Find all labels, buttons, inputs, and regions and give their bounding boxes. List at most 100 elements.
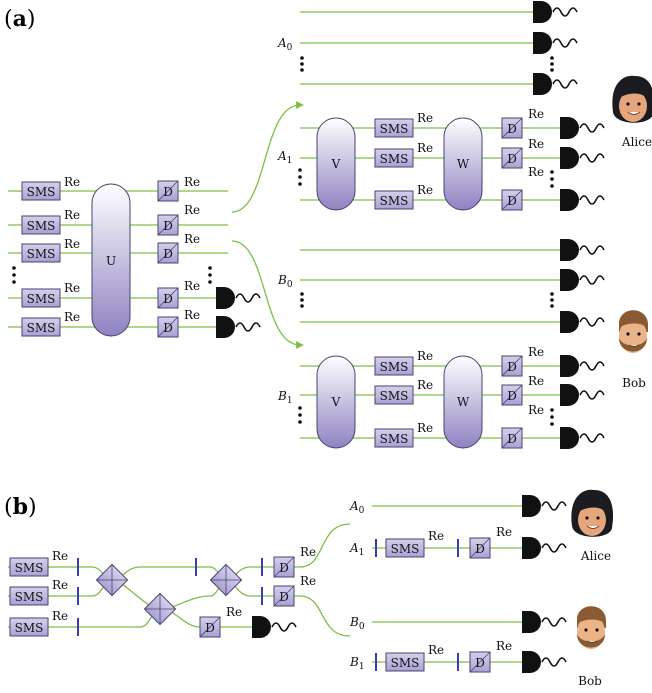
b0-beams xyxy=(300,249,560,323)
svg-text:D: D xyxy=(475,542,485,556)
detector-icon xyxy=(521,650,567,674)
b1-sms-boxes: SMS Re SMS Re SMS Re xyxy=(374,349,433,448)
svg-text:D: D xyxy=(507,122,517,136)
svg-text:D: D xyxy=(475,656,485,670)
svg-text:Re: Re xyxy=(496,525,512,539)
ellipsis-dots xyxy=(12,266,212,284)
svg-text:Re: Re xyxy=(184,175,200,189)
unitary-u xyxy=(91,183,131,337)
svg-text:Re: Re xyxy=(300,574,316,588)
a0-beams xyxy=(300,11,533,85)
unitary-v-label: V xyxy=(331,395,341,409)
panel-b-sms-boxes: SMS Re SMS Re SMS Re SMS Re SMS Re xyxy=(9,529,444,672)
svg-text:Re: Re xyxy=(52,578,68,592)
label-b1: B1 xyxy=(277,389,293,406)
svg-text:Re: Re xyxy=(64,281,80,295)
label-a0: A0 xyxy=(349,499,365,516)
svg-text:Re: Re xyxy=(528,403,544,417)
svg-text:SMS: SMS xyxy=(391,656,420,670)
label-b1: B1 xyxy=(349,655,365,672)
detector-icon xyxy=(559,116,605,140)
unitary-v-label: V xyxy=(331,157,341,171)
left-d-boxes: D Re D Re D Re D Re D Re xyxy=(157,175,200,338)
svg-text:Re: Re xyxy=(528,374,544,388)
svg-text:D: D xyxy=(163,247,173,261)
detector-icon xyxy=(215,315,261,339)
panel-b-d-boxes: D Re D Re D Re D Re D Re xyxy=(199,525,512,673)
bob-label: Bob xyxy=(622,376,646,390)
detector-icon xyxy=(559,188,605,212)
unitary-v xyxy=(316,117,356,211)
svg-text:SMS: SMS xyxy=(27,321,56,335)
svg-text:SMS: SMS xyxy=(27,219,56,233)
svg-text:Re: Re xyxy=(64,208,80,222)
detector-icon xyxy=(559,354,605,378)
svg-text:D: D xyxy=(163,321,173,335)
svg-text:SMS: SMS xyxy=(391,542,420,556)
svg-text:Re: Re xyxy=(417,111,433,125)
phase-shifter-icon xyxy=(77,539,459,671)
svg-text:SMS: SMS xyxy=(27,185,56,199)
svg-text:Re: Re xyxy=(64,310,80,324)
svg-text:Re: Re xyxy=(52,609,68,623)
svg-text:D: D xyxy=(205,621,215,635)
label-b0: B0 xyxy=(349,615,365,632)
detector-icon xyxy=(559,268,605,292)
svg-text:Re: Re xyxy=(528,345,544,359)
svg-text:Re: Re xyxy=(428,529,444,543)
detector-icon xyxy=(559,383,605,407)
detector-icon xyxy=(532,31,578,55)
label-a1: A1 xyxy=(349,541,364,558)
alice-avatar xyxy=(612,75,652,123)
detector-icon xyxy=(559,238,605,262)
svg-text:SMS: SMS xyxy=(15,590,44,604)
ellipsis-dots xyxy=(298,168,554,188)
unitary-w-label: W xyxy=(457,395,470,409)
svg-text:Re: Re xyxy=(417,421,433,435)
svg-text:Re: Re xyxy=(417,349,433,363)
alice-label: Alice xyxy=(621,135,652,149)
detector-icon xyxy=(251,615,297,639)
panel-b-label: (b) xyxy=(4,494,37,520)
svg-text:SMS: SMS xyxy=(380,389,409,403)
detector-icon xyxy=(521,610,567,634)
svg-text:SMS: SMS xyxy=(27,292,56,306)
panel-a-label: (a) xyxy=(4,6,35,32)
detector-icon xyxy=(559,310,605,334)
detector-icon xyxy=(215,286,261,310)
svg-text:D: D xyxy=(507,152,517,166)
svg-text:D: D xyxy=(163,185,173,199)
svg-text:Re: Re xyxy=(64,237,80,251)
svg-text:SMS: SMS xyxy=(15,621,44,635)
alice-avatar xyxy=(571,489,614,537)
a1-d-boxes: D Re D Re D Re xyxy=(501,107,544,211)
svg-text:Re: Re xyxy=(528,165,544,179)
bob-label: Bob xyxy=(578,674,602,688)
svg-text:D: D xyxy=(279,590,289,604)
svg-text:Re: Re xyxy=(184,308,200,322)
svg-text:D: D xyxy=(163,292,173,306)
svg-text:D: D xyxy=(279,561,289,575)
ellipsis-dots xyxy=(300,292,554,308)
a1-sms-boxes: SMS Re SMS Re SMS Re xyxy=(374,111,433,210)
unitary-v xyxy=(316,355,356,449)
svg-text:Re: Re xyxy=(184,203,200,217)
detector-icon xyxy=(532,72,578,96)
panel-b-beams xyxy=(8,505,522,663)
svg-text:Re: Re xyxy=(496,639,512,653)
detector-icon xyxy=(559,146,605,170)
ellipsis-dots xyxy=(300,56,554,72)
svg-text:Re: Re xyxy=(226,605,242,619)
svg-text:D: D xyxy=(163,219,173,233)
unitary-w xyxy=(443,355,483,449)
svg-text:SMS: SMS xyxy=(380,432,409,446)
svg-text:Re: Re xyxy=(52,549,68,563)
svg-text:Re: Re xyxy=(64,175,80,189)
svg-text:D: D xyxy=(507,194,517,208)
label-b0: B0 xyxy=(277,273,293,290)
svg-text:Re: Re xyxy=(528,107,544,121)
bob-avatar xyxy=(577,606,606,649)
unitary-u-label: U xyxy=(106,254,116,268)
left-sms-boxes: SMS Re SMS Re SMS Re SMS Re SMS Re xyxy=(21,175,80,337)
